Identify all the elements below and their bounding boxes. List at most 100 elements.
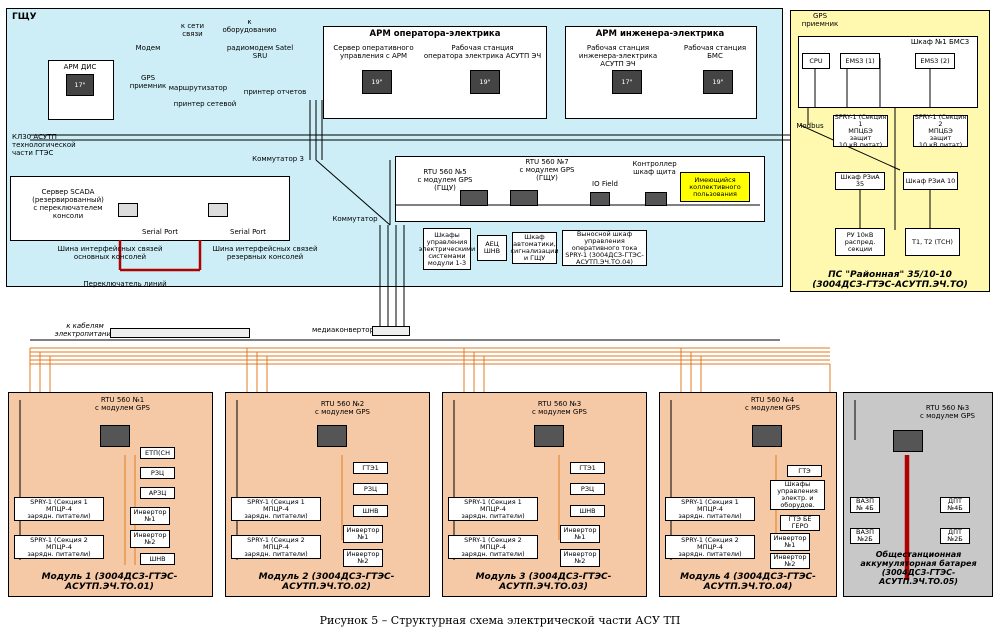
ems2-text: EMS3 (2) <box>920 56 950 65</box>
spry-sec1-text: SPRY-1 (Секция 1 МПЦБЭ защит 10 кВ питат… <box>834 112 887 149</box>
module-2-box-2: ШНВ <box>353 505 388 517</box>
module-4-sec1: SPRY-1 (Секция 1 МПЦР-4 зарядн. питатели… <box>665 497 755 521</box>
cab-relay: Шкафы управления электрическими системам… <box>419 228 475 270</box>
module-box-text: ЕТП(СН <box>145 448 170 457</box>
media-converters-label: медиаконверторы <box>312 326 380 334</box>
module-1-title: Модуль 1 (3004ДСЗ-ГТЭС- АСУТП.ЭЧ.ТО.01) <box>41 572 178 592</box>
module-box-text: Инвертор №1 <box>773 534 807 549</box>
module-1-box-1: РЗЦ <box>140 467 175 479</box>
module-4-sec2: SPRY-1 (Секция 2 МПЦР-4 зарядн. питатели… <box>665 535 755 559</box>
switch3-label: Коммутатор 3 <box>252 155 304 163</box>
spry-sec2-box: SPRY-1 (Секция 2 МПЦБЭ защит 10 кВ питат… <box>913 112 968 149</box>
antenna-label: к сети связи <box>180 22 205 38</box>
module-sec-text: SPRY-1 (Секция 2 МПЦР-4 зарядн. питатели… <box>461 535 525 558</box>
module-3-box-0: ГТЭ1 <box>570 462 605 474</box>
module-2-rtu-label: RTU 560 №2 с модулем GPS <box>315 400 370 416</box>
module-box-text: РЗЦ <box>363 484 378 493</box>
module-1-box-0: ЕТП(СН <box>140 447 175 459</box>
module-sec-text: SPRY-1 (Секция 2 МПЦР-4 зарядн. питатели… <box>27 535 91 558</box>
scada-server-1 <box>118 203 138 217</box>
router-label: маршрутизатор <box>168 84 228 92</box>
cpu-box: CPU <box>802 53 830 69</box>
collective-monitor-box: Имеющийся коллективного пользования <box>680 172 750 202</box>
module-box-text: Инвертор №2 <box>563 550 597 565</box>
module-4-rtu-label: RTU 560 №4 с модулем GPS <box>745 396 800 412</box>
ru-dist-box: РУ 10кВ распред. секции <box>835 228 885 256</box>
module-4-box-0: ГТЭ <box>787 465 822 477</box>
collective-monitor-text: Имеющийся коллективного пользования <box>689 175 741 198</box>
iface-left-label: Шина интерфейсных связей основных консол… <box>57 245 163 261</box>
module-box-text: ШНВ <box>362 506 379 515</box>
module-3-rtu-rack <box>534 425 564 447</box>
module-2-box-4: Инвертор №2 <box>343 549 383 567</box>
ems1-text: EMS3 (1) <box>845 56 875 65</box>
module-sec-text: SPRY-1 (Секция 2 МПЦР-4 зарядн. питатели… <box>678 535 742 558</box>
module-box-text: Шкафы управления электр. и оборудов. <box>777 480 818 509</box>
module-box-text: Инвертор №1 <box>133 508 167 523</box>
battery-box-text: ДПТ №2Б <box>947 528 963 543</box>
module-1-sec1: SPRY-1 (Секция 1 МПЦР-4 зарядн. питатели… <box>14 497 104 521</box>
printer-label: принтер сетевой <box>173 100 237 108</box>
module-box-text: Инвертор №1 <box>563 526 597 541</box>
monitor-eng-1: 17" <box>612 70 642 94</box>
cab-auto: Шкаф автоматики, сигнализации и ГЩУ <box>510 232 559 264</box>
controller-label: Контроллер шкаф щита <box>632 160 677 176</box>
battery-zone <box>843 392 993 597</box>
modbus-label: Modbus <box>796 122 824 130</box>
io-field-rack <box>590 192 610 206</box>
module-sec-text: SPRY-1 (Секция 1 МПЦР-4 зарядн. питатели… <box>678 497 742 520</box>
battery-zone-title: Общестанционная аккумуляторная батарея (… <box>860 550 977 586</box>
module-box-text: ГТЭ БЕ ГЕРО <box>788 515 812 530</box>
module-1-box-5: ШНВ <box>140 553 175 565</box>
monitor-label: 19" <box>712 77 724 86</box>
module-3-box-2: ШНВ <box>570 505 605 517</box>
cab-auto-text: Шкаф автоматики, сигнализации и ГЩУ <box>510 233 559 262</box>
module-box-text: РЗЦ <box>150 468 165 477</box>
battery-rtu-label: RTU 560 №3 с модулем GPS <box>920 404 975 420</box>
module-1-box-2: АРЗЦ <box>140 487 175 499</box>
cab-aecsh: АЕЦ ШНВ <box>477 235 507 261</box>
module-box-text: ГТЭ <box>798 466 811 475</box>
module-4-title: Модуль 4 (3004ДСЗ-ГТЭС- АСУТП.ЭЧ.ТО.04) <box>680 572 816 592</box>
module-1-sec2: SPRY-1 (Секция 2 МПЦР-4 зарядн. питатели… <box>14 535 104 559</box>
module-3-box-1: РЗЦ <box>570 483 605 495</box>
module-3-rtu-label: RTU 560 №3 с модулем GPS <box>532 400 587 416</box>
battery-box-1: ВАЗП №2Б <box>850 528 880 544</box>
cpu-text: CPU <box>809 56 823 65</box>
controller-rack <box>645 192 667 206</box>
module-2-title: Модуль 2 (3004ДСЗ-ГТЭС- АСУТП.ЭЧ.ТО.02) <box>258 572 395 592</box>
cab-relay-text: Шкафы управления электрическими системам… <box>418 230 476 267</box>
module-2-box-1: РЗЦ <box>353 483 388 495</box>
module-4-box-1: Шкафы управления электр. и оборудов. <box>770 480 825 510</box>
module-box-text: АРЗЦ <box>148 488 167 497</box>
module-2-rtu-rack <box>317 425 347 447</box>
module-box-text: Инвертор №2 <box>133 531 167 546</box>
module-box-text: РЗЦ <box>580 484 595 493</box>
module-sec-text: SPRY-1 (Секция 1 МПЦР-4 зарядн. питатели… <box>244 497 308 520</box>
module-3-box-3: Инвертор №1 <box>560 525 600 543</box>
io-field-label: IO Field <box>592 180 618 188</box>
ps-zone-title: ПС "Районная" 35/10-10 (3004ДСЗ-ГТЭС-АСУ… <box>812 270 968 290</box>
module-4-box-3: Инвертор №1 <box>770 533 810 551</box>
module-3-sec1: SPRY-1 (Секция 1 МПЦР-4 зарядн. питатели… <box>448 497 538 521</box>
module-box-text: Инвертор №1 <box>346 526 380 541</box>
module-3-sec2: SPRY-1 (Секция 2 МПЦР-4 зарядн. питатели… <box>448 535 538 559</box>
module-box-text: ГТЭ1 <box>579 463 596 472</box>
remote-panel-label: радиомодем Satel SRU <box>226 44 294 60</box>
battery-rtu-rack <box>893 430 923 452</box>
ems2-box: EMS3 (2) <box>915 53 955 69</box>
main-zone-title: ГЩУ <box>12 12 37 22</box>
scada-server-2 <box>208 203 228 217</box>
cab-srp-text: Выносной шкаф управления оперативного то… <box>565 229 644 266</box>
kvo-asutp-label: КЛ30 АСУТП технологической части ГТЭС <box>12 133 76 157</box>
spry-sec2-text: SPRY-1 (Секция 2 МПЦБЭ защит 10 кВ питат… <box>914 112 967 149</box>
module-1-rtu-label: RTU 560 №1 с модулем GPS <box>95 396 150 412</box>
scada-zone <box>10 176 290 241</box>
module-box-text: ШНВ <box>149 554 166 563</box>
gps-top-label: GPS приемник <box>801 12 839 28</box>
battery-box-3: ДПТ №2Б <box>940 528 970 544</box>
module-2-box-0: ГТЭ1 <box>353 462 388 474</box>
battery-box-text: ДПТ №4Б <box>947 497 963 512</box>
cable-label: к кабелям электропитания <box>54 322 116 338</box>
module-box-text: ГТЭ1 <box>362 463 379 472</box>
